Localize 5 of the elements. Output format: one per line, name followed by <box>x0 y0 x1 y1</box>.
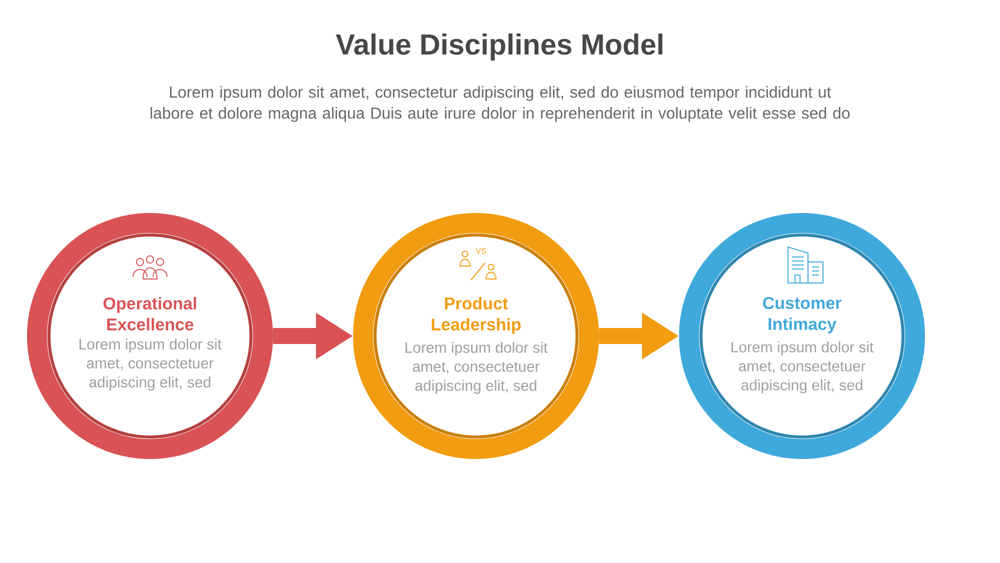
circle-ring: Customer Intimacy Lorem ipsum dolor sit amet, consectetuer adipiscing elit, sed <box>679 213 925 459</box>
subtitle: Lorem ipsum dolor sit amet, consectetur adipiscing elit, sed do eiusmod tempor incididunt ut labore et dolore magna aliqua Duis aute irure dolor in reprehenderit in voluptate velit esse sed do <box>150 86 850 122</box>
circle-ring: Operational Excellence Lorem ipsum dolor sit amet, consectetuer adipiscing elit, sed <box>27 213 273 459</box>
title: Value Disciplines Model <box>336 33 662 61</box>
vs-label: VS <box>476 248 486 254</box>
